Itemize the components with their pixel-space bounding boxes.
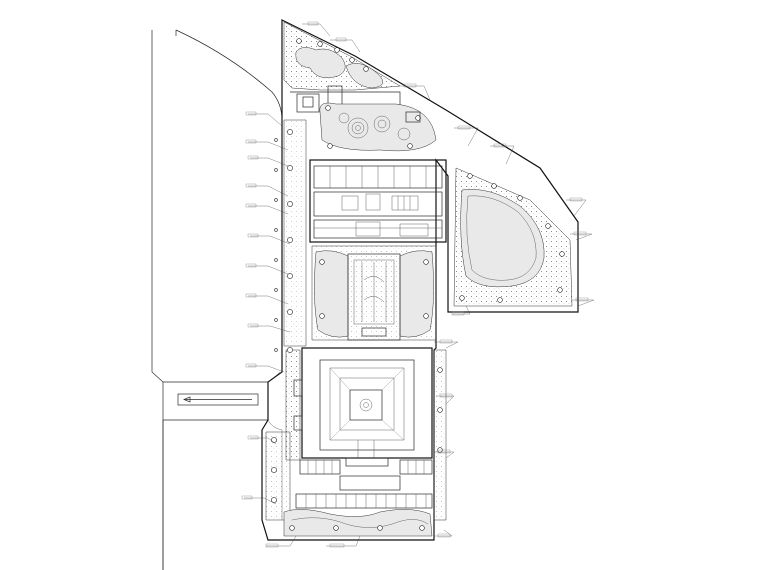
road	[151, 29, 283, 570]
east-strip	[433, 349, 447, 521]
west-tree-row	[274, 138, 278, 352]
plaza	[301, 347, 433, 467]
south-garden	[283, 509, 433, 537]
forecourt	[311, 245, 437, 341]
parking	[295, 459, 433, 509]
label-tags	[241, 21, 589, 548]
site-boundary	[261, 19, 579, 541]
main-building	[309, 159, 447, 243]
west-strip	[265, 119, 307, 521]
north-garden	[283, 21, 401, 115]
left-labels	[244, 113, 361, 547]
round-garden	[319, 102, 437, 152]
east-lawn	[453, 167, 573, 307]
right-labels	[302, 23, 595, 537]
